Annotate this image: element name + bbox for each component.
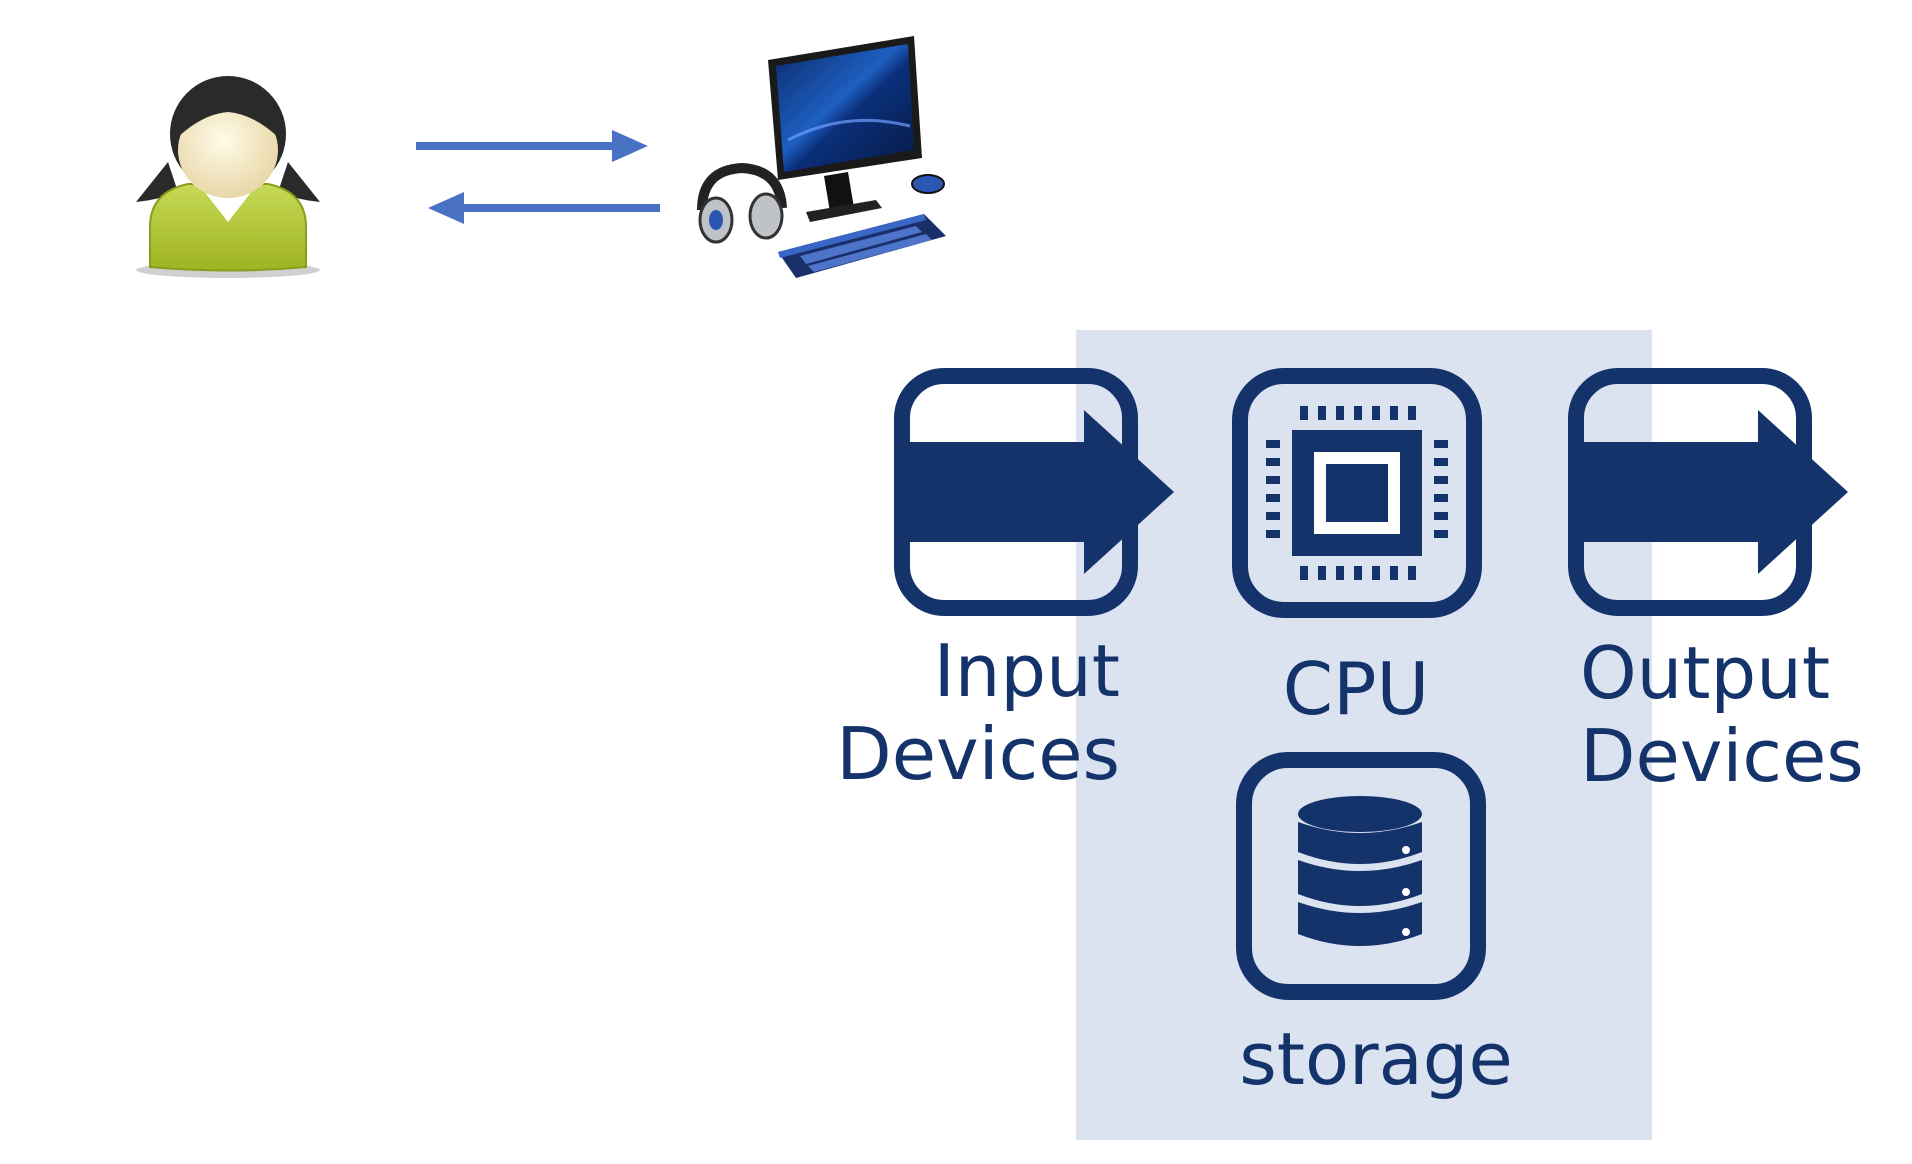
input-arrow-icon — [894, 368, 1180, 618]
output-label-line1: Output — [1580, 631, 1831, 715]
arrow-left-icon — [428, 192, 660, 224]
output-devices-label: Output Devices — [1580, 632, 1900, 798]
cpu-label: CPU — [1282, 647, 1430, 731]
cpu-chip-icon — [1232, 368, 1482, 618]
user-icon — [128, 52, 328, 282]
output-label-line2: Devices — [1580, 713, 1864, 798]
exchange-arrows — [414, 128, 664, 232]
desktop-computer-icon — [696, 30, 966, 290]
storage-label: storage — [1239, 1017, 1513, 1101]
arrow-right-icon — [416, 130, 648, 162]
input-label-line2: Devices — [836, 711, 1120, 796]
input-devices-label: Input Devices — [830, 630, 1120, 796]
input-label-line1: Input — [933, 629, 1120, 713]
output-arrow-icon — [1568, 368, 1854, 618]
database-icon — [1236, 752, 1486, 1002]
